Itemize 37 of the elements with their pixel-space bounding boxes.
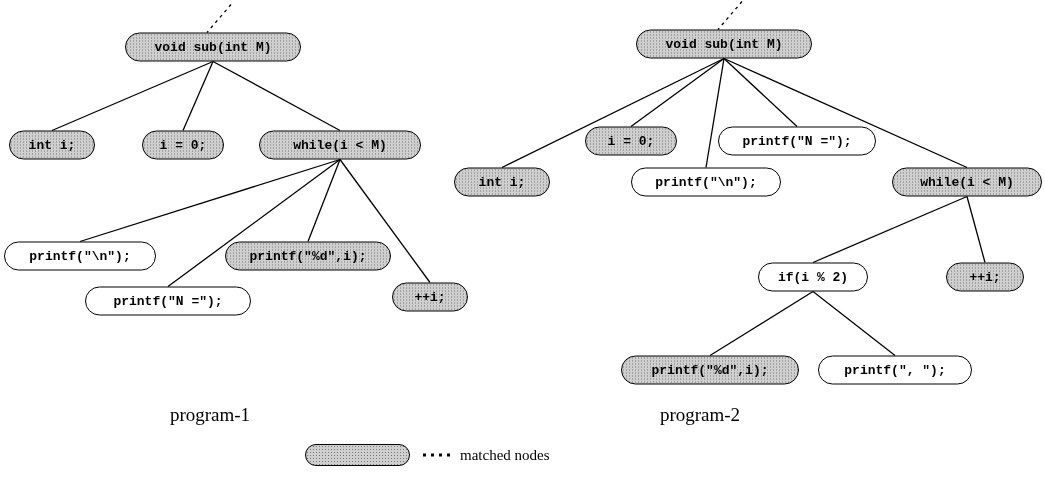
code-node: if(i % 2) <box>758 262 868 292</box>
matched-node: void sub(int M) <box>125 32 301 62</box>
matched-node: int i; <box>9 130 95 160</box>
tree-edge <box>709 290 814 357</box>
matched-node: int i; <box>454 167 550 197</box>
legend-label: matched nodes <box>460 446 550 465</box>
dashed-line <box>206 3 232 34</box>
dashed-line <box>717 0 743 31</box>
matched-node: printf("%d",i); <box>225 241 391 271</box>
code-node: printf("\n"); <box>4 241 156 271</box>
tree-edge <box>812 290 896 357</box>
matched-node: while(i < M) <box>892 167 1042 197</box>
matched-node: ++i; <box>946 262 1024 292</box>
tree-edge <box>167 158 341 288</box>
tree-edge <box>182 60 214 132</box>
tree-edge <box>966 195 986 264</box>
code-node: printf("N ="); <box>718 126 876 156</box>
tree-caption: program-1 <box>169 402 251 427</box>
tree-edge <box>723 57 968 169</box>
code-node: printf("N ="); <box>85 286 251 316</box>
matched-node: printf("%d",i); <box>621 355 799 385</box>
matched-node: void sub(int M) <box>636 29 812 59</box>
tree-edge <box>339 158 431 284</box>
tree-edge <box>723 57 798 128</box>
tree-edge <box>51 60 214 132</box>
code-node: printf("\n"); <box>631 167 781 197</box>
matched-node: ++i; <box>392 282 468 312</box>
tree-edge <box>630 57 725 128</box>
tree-edge <box>307 158 341 243</box>
matched-node: i = 0; <box>142 130 224 160</box>
tree-edge <box>705 57 725 169</box>
matched-node: while(i < M) <box>259 130 421 160</box>
tree-edge <box>212 60 341 132</box>
tree-caption: program-2 <box>659 402 741 427</box>
code-node: printf(", "); <box>818 355 972 385</box>
matched-node: i = 0; <box>585 126 677 156</box>
tree-edge <box>812 195 968 264</box>
